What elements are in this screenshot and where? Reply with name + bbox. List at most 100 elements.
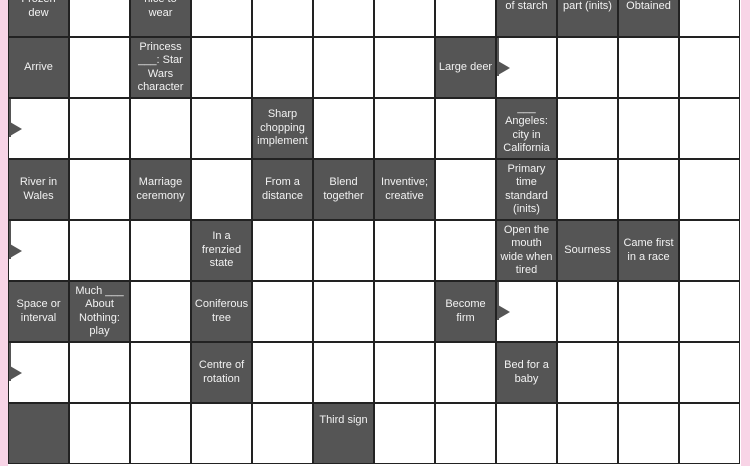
answer-cell[interactable]	[252, 220, 313, 281]
answer-cell[interactable]	[679, 281, 740, 342]
clue-cell: ___ Angeles: city in California	[496, 98, 557, 159]
clue-text: Came first in a race	[623, 237, 674, 263]
clue-text: From a distance	[262, 176, 303, 202]
answer-cell[interactable]	[679, 98, 740, 159]
answer-cell[interactable]	[374, 220, 435, 281]
clue-text: Open the mouth wide when tired	[500, 223, 553, 277]
answer-cell[interactable]	[69, 159, 130, 220]
answer-cell[interactable]	[313, 98, 374, 159]
answer-cell[interactable]	[374, 281, 435, 342]
clue-cell	[8, 403, 69, 464]
answer-cell[interactable]	[618, 403, 679, 464]
clue-cell: In a frenzied state	[191, 220, 252, 281]
answer-cell[interactable]	[618, 342, 679, 403]
answer-cell[interactable]	[69, 403, 130, 464]
answer-cell[interactable]	[69, 37, 130, 98]
answer-cell[interactable]	[435, 0, 496, 37]
answer-cell[interactable]	[679, 220, 740, 281]
answer-cell[interactable]	[191, 159, 252, 220]
answer-cell[interactable]	[252, 403, 313, 464]
answer-cell[interactable]	[191, 98, 252, 159]
answer-cell[interactable]	[374, 37, 435, 98]
answer-cell[interactable]	[618, 281, 679, 342]
answer-cell[interactable]	[69, 0, 130, 37]
answer-cell[interactable]	[69, 220, 130, 281]
answer-cell[interactable]	[374, 0, 435, 37]
answer-cell[interactable]	[435, 403, 496, 464]
answer-cell[interactable]	[679, 403, 740, 464]
start-arrow-icon	[9, 99, 23, 158]
answer-cell[interactable]	[557, 98, 618, 159]
clue-text: Obtained	[626, 0, 671, 12]
answer-cell[interactable]	[557, 342, 618, 403]
answer-cell[interactable]	[679, 37, 740, 98]
answer-cell[interactable]	[130, 98, 191, 159]
clue-text: Space or interval	[16, 298, 61, 324]
answer-cell[interactable]	[69, 342, 130, 403]
answer-cell[interactable]	[130, 281, 191, 342]
answer-cell[interactable]	[496, 403, 557, 464]
answer-cell[interactable]	[313, 342, 374, 403]
clue-text: Bed for a baby	[504, 359, 549, 385]
clue-text: River in Wales	[19, 176, 58, 202]
clue-text: nice to wear	[144, 0, 176, 19]
answer-cell[interactable]	[557, 159, 618, 220]
answer-cell[interactable]	[435, 98, 496, 159]
answer-cell[interactable]	[252, 342, 313, 403]
answer-cell[interactable]	[191, 0, 252, 37]
answer-cell[interactable]	[313, 37, 374, 98]
answer-cell[interactable]	[252, 281, 313, 342]
answer-cell[interactable]	[130, 342, 191, 403]
answer-cell[interactable]	[252, 37, 313, 98]
clue-cell: Large deer	[435, 37, 496, 98]
answer-cell[interactable]	[69, 98, 130, 159]
clue-cell: nice to wear	[130, 0, 191, 37]
answer-cell[interactable]	[618, 37, 679, 98]
answer-cell[interactable]	[557, 281, 618, 342]
answer-cell[interactable]	[313, 220, 374, 281]
clue-text: Coniferous tree	[194, 298, 249, 324]
clue-text: Inventive; creative	[380, 176, 429, 202]
answer-cell[interactable]	[130, 403, 191, 464]
answer-cell[interactable]	[191, 403, 252, 464]
answer-cell[interactable]	[618, 159, 679, 220]
answer-cell[interactable]	[435, 342, 496, 403]
answer-cell[interactable]	[313, 0, 374, 37]
answer-cell[interactable]	[557, 403, 618, 464]
clue-cell: Primary time standard (inits)	[496, 159, 557, 220]
answer-cell[interactable]	[557, 37, 618, 98]
clue-cell: Open the mouth wide when tired	[496, 220, 557, 281]
clue-text: Much ___ About Nothing: play	[75, 284, 124, 338]
answer-cell[interactable]	[679, 342, 740, 403]
clue-text: Arrive	[24, 60, 53, 73]
clue-cell: Arrive	[8, 37, 69, 98]
crossword-grid: Frozen dew nice to wear of starch part (…	[8, 0, 741, 466]
answer-cell[interactable]	[374, 403, 435, 464]
clue-text: Primary time standard (inits)	[505, 162, 548, 216]
clue-cell: Much ___ About Nothing: play	[69, 281, 130, 342]
answer-cell[interactable]	[313, 281, 374, 342]
clue-cell: Centre of rotation	[191, 342, 252, 403]
clue-text: Large deer	[438, 60, 493, 73]
answer-cell[interactable]	[679, 0, 740, 37]
answer-cell[interactable]	[435, 159, 496, 220]
clue-cell: Marriage ceremony	[130, 159, 191, 220]
clue-cell: Frozen dew	[8, 0, 69, 37]
answer-cell[interactable]	[191, 37, 252, 98]
clue-cell: Space or interval	[8, 281, 69, 342]
clue-text: Princess ___: Star Wars character	[137, 40, 184, 94]
start-arrow-icon	[9, 343, 23, 402]
clue-text: of starch	[505, 0, 548, 12]
clue-cell: Sharp chopping implement	[252, 98, 313, 159]
answer-cell[interactable]	[679, 159, 740, 220]
start-arrow-icon	[9, 221, 23, 280]
answer-cell[interactable]	[435, 220, 496, 281]
clue-text: Become firm	[445, 298, 486, 324]
answer-cell[interactable]	[252, 0, 313, 37]
answer-cell[interactable]	[374, 98, 435, 159]
answer-cell[interactable]	[374, 342, 435, 403]
answer-cell[interactable]	[130, 220, 191, 281]
answer-cell[interactable]	[618, 98, 679, 159]
clue-cell: Coniferous tree	[191, 281, 252, 342]
clue-text: Blend together	[323, 176, 364, 202]
